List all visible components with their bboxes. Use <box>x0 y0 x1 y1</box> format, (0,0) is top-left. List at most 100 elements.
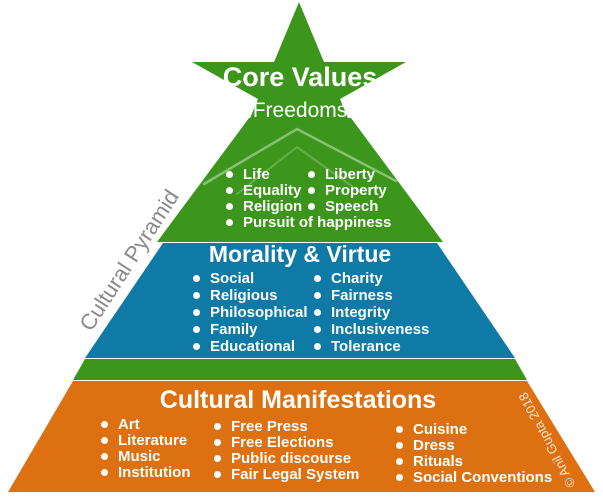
list-item: Charity <box>314 270 429 287</box>
list-item: Speech <box>308 197 387 215</box>
list-item: Social <box>193 270 308 287</box>
list-item-label: Public discourse <box>231 449 352 467</box>
list-item-label: Music <box>118 447 161 465</box>
list-item: Educational <box>193 338 308 355</box>
tier-manifestations-shape <box>8 381 595 492</box>
bullet-icon <box>396 457 403 465</box>
list-item: Equality <box>226 181 391 199</box>
bullet-icon <box>396 441 403 449</box>
list-item: Integrity <box>314 304 429 321</box>
list-item-label: Dress <box>413 436 455 454</box>
list-item: Pursuit of happiness <box>226 213 392 231</box>
list-item-label: Inclusiveness <box>331 321 430 338</box>
list-item: Cuisine <box>396 420 552 438</box>
list-item-label: Religious <box>210 287 278 304</box>
bullet-icon <box>308 186 315 194</box>
freedoms-label: Freedoms <box>252 99 348 122</box>
tier-morality-shape <box>85 243 515 358</box>
list-item: Rituals <box>396 452 552 470</box>
list-item: Philosophical <box>193 304 308 321</box>
list-item: Free Elections <box>214 433 359 451</box>
list-item-label: Free Elections <box>231 433 334 451</box>
bullet-icon <box>193 292 200 299</box>
tier-core-values-shape <box>157 118 443 242</box>
list-item: Inclusiveness <box>314 321 429 338</box>
star-shape <box>192 2 406 159</box>
bullet-icon <box>193 343 200 350</box>
list-item: Literature <box>101 431 190 449</box>
bullet-icon <box>226 202 233 210</box>
list-item-label: Integrity <box>331 304 391 321</box>
bullet-icon <box>396 473 403 481</box>
list-item-label: Speech <box>325 197 379 215</box>
bullet-icon <box>308 170 315 178</box>
bullet-icon <box>226 186 233 194</box>
bullet-icon <box>314 326 321 333</box>
list-item-label: Philosophical <box>210 304 308 321</box>
list-item-label: Family <box>210 321 258 338</box>
list-item-label: Rituals <box>413 452 464 470</box>
list-item: Property <box>308 181 387 199</box>
list-item-label: Equality <box>243 181 302 199</box>
list-item-label: Social Conventions <box>413 468 553 486</box>
list-item: Institution <box>101 463 191 481</box>
bullet-icon <box>101 452 108 460</box>
list-item-label: Educational <box>210 338 296 355</box>
list-item-label: Charity <box>331 270 383 287</box>
bullet-icon <box>193 326 200 333</box>
bullet-icon <box>314 275 321 282</box>
list-item: Religious <box>193 287 308 304</box>
bullet-icon <box>396 425 403 433</box>
chevron-highlight-icon <box>202 127 398 186</box>
list-item: Religion <box>226 197 391 215</box>
list-item-label: Institution <box>118 463 191 481</box>
list-item-label: Literature <box>118 431 188 449</box>
bullet-icon <box>314 309 321 316</box>
list-item-label: Tolerance <box>331 338 401 355</box>
list-item: Liberty <box>308 165 387 183</box>
list-item-label: Property <box>325 181 387 199</box>
list-item-label: Free Press <box>231 417 308 435</box>
list-item-label: Life <box>243 165 270 183</box>
list-item: Family <box>193 321 308 338</box>
list-item-label: Pursuit of happiness <box>243 213 392 231</box>
list-item: Free Press <box>214 417 359 435</box>
bullet-icon <box>314 292 321 299</box>
list-item: Life <box>226 165 391 183</box>
list-item: Fairness <box>314 287 429 304</box>
list-item-label: Fair Legal System <box>231 465 360 483</box>
tier-gap-band-shape <box>73 359 527 380</box>
list-item-label: Social <box>210 270 255 287</box>
list-item: Dress <box>396 436 552 454</box>
bullet-icon <box>101 436 108 444</box>
bullet-icon <box>193 275 200 282</box>
morality-virtue-title: Morality & Virtue <box>208 241 392 267</box>
bullet-icon <box>226 218 233 226</box>
list-item: Art <box>101 415 190 433</box>
bullet-icon <box>214 438 221 446</box>
bullet-icon <box>101 468 108 476</box>
bullet-icon <box>314 343 321 350</box>
cultural-manifestations-title: Cultural Manifestations <box>159 386 437 414</box>
bullet-icon <box>193 309 200 316</box>
list-item-label: Liberty <box>325 165 376 183</box>
list-item: Music <box>101 447 190 465</box>
list-item-label: Religion <box>243 197 303 215</box>
list-item: Fair Legal System <box>214 465 360 483</box>
list-item-label: Cuisine <box>413 420 468 438</box>
list-item: Tolerance <box>314 338 429 355</box>
bullet-icon <box>214 470 221 478</box>
core-values-title: Core Values <box>222 62 378 92</box>
bullet-icon <box>308 202 315 210</box>
list-item: Public discourse <box>214 449 359 467</box>
bullet-icon <box>214 454 221 462</box>
list-item-label: Art <box>118 415 140 433</box>
